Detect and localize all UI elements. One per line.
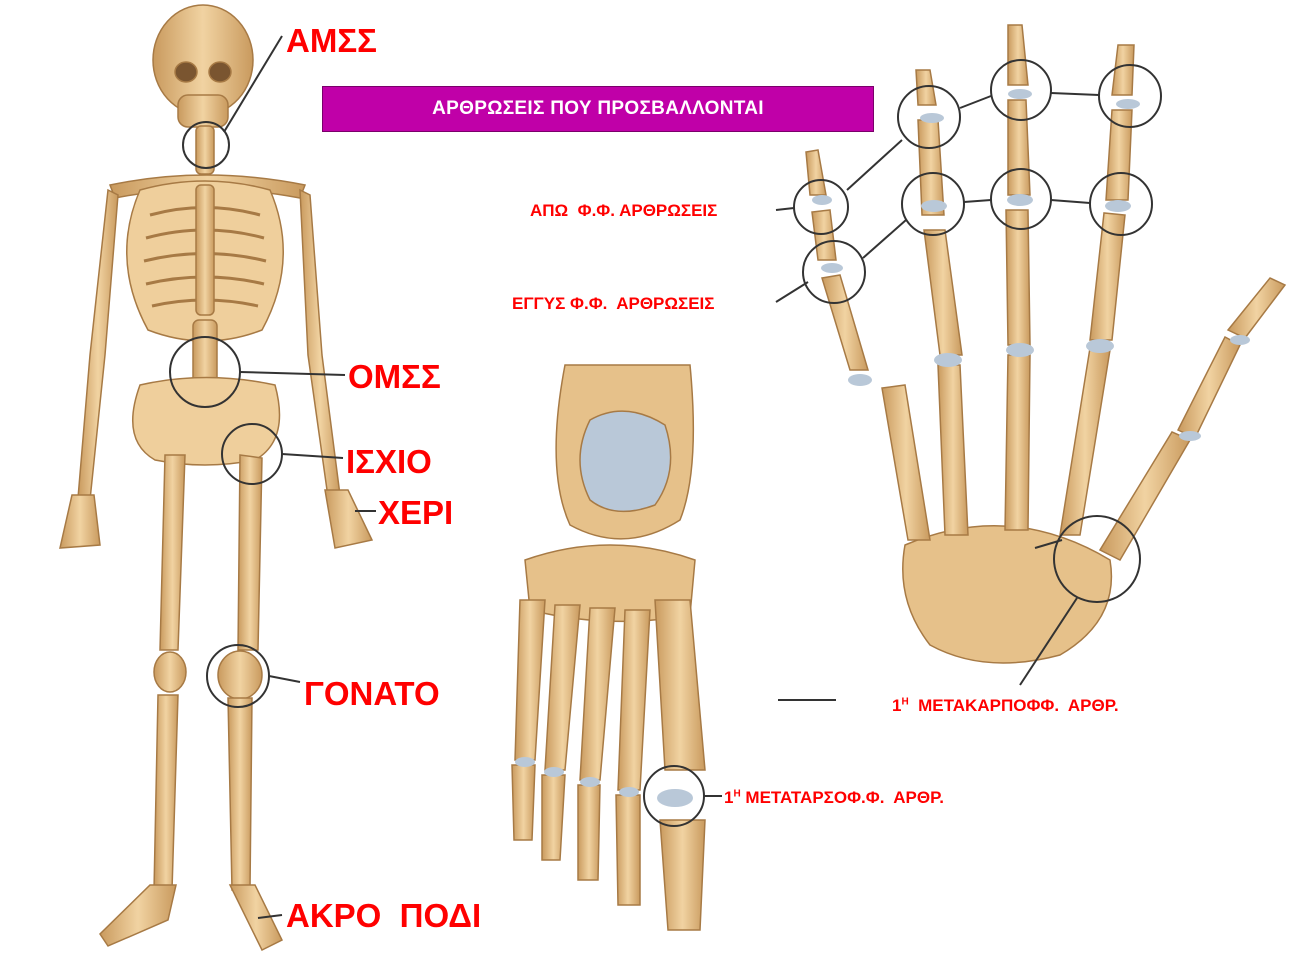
cervical-spine bbox=[195, 125, 215, 175]
pelvis bbox=[132, 376, 281, 466]
foot-markers bbox=[643, 765, 722, 827]
label-first-mtp-text: ΜΕΤΑΤΑΡΣΟΦ.Φ. ΑΡΘΡ. bbox=[740, 788, 944, 807]
marker-dip-4 bbox=[1098, 64, 1162, 128]
marker-dip-3 bbox=[990, 59, 1052, 121]
marker-cervical bbox=[182, 121, 230, 169]
label-first-mcp-sup: Η bbox=[901, 696, 909, 708]
hand-illustration bbox=[805, 24, 1287, 664]
label-first-mcp: 1Η ΜΕΤΑΚΑΡΠΟΦΦ. ΑΡΘΡ. bbox=[892, 696, 1119, 716]
label-first-mtp-num: 1 bbox=[724, 788, 734, 807]
skeleton-markers bbox=[169, 35, 376, 919]
right-femur bbox=[237, 454, 263, 651]
label-first-mcp-num: 1 bbox=[892, 696, 902, 715]
marker-dip-5 bbox=[793, 179, 849, 235]
label-cheri: ΧΕΡΙ bbox=[378, 494, 454, 531]
carpal-bones bbox=[902, 525, 1113, 664]
left-arm bbox=[77, 188, 119, 501]
label-omss: ΟΜΣΣ bbox=[348, 358, 441, 395]
label-ischio: ΙΣΧΙΟ bbox=[346, 443, 432, 480]
label-first-mtp-sup: Η bbox=[733, 788, 741, 800]
label-first-mcp-text: ΜΕΤΑΚΑΡΠΟΦΦ. ΑΡΘΡ. bbox=[908, 696, 1119, 715]
label-akro-podi: ΑΚΡΟ ΠΟΔΙ bbox=[286, 897, 482, 934]
marker-pip-3 bbox=[990, 168, 1052, 230]
label-apo-ff: ΑΠΩ Φ.Φ. ΑΡΘΡΩΣΕΙΣ bbox=[530, 201, 718, 220]
label-eggys-ff: ΕΓΓΥΣ Φ.Φ. ΑΡΘΡΩΣΕΙΣ bbox=[512, 294, 715, 313]
marker-pip-5 bbox=[802, 240, 866, 304]
marker-dip-2 bbox=[897, 85, 961, 149]
left-femur bbox=[159, 454, 186, 651]
right-foot bbox=[228, 884, 284, 952]
marker-first-mcp bbox=[1053, 515, 1141, 603]
hand-markers bbox=[775, 59, 1162, 701]
marker-pip-4 bbox=[1089, 172, 1153, 236]
label-amss: ΑΜΣΣ bbox=[286, 22, 377, 59]
label-gonato: ΓΟΝΑΤΟ bbox=[304, 675, 440, 712]
right-arm bbox=[299, 188, 341, 498]
marker-pip-2 bbox=[901, 172, 965, 236]
label-first-mtp: 1Η ΜΕΤΑΤΑΡΣΟΦ.Φ. ΑΡΘΡ. bbox=[724, 788, 944, 808]
left-foot bbox=[99, 884, 177, 947]
foot-illustration bbox=[511, 364, 706, 931]
skeleton-figure bbox=[59, 4, 374, 952]
title-banner: ΑΡΘΡΩΣΕΙΣ ΠΟΥ ΠΡΟΣΒΑΛΛΟΝΤΑΙ bbox=[322, 86, 874, 132]
